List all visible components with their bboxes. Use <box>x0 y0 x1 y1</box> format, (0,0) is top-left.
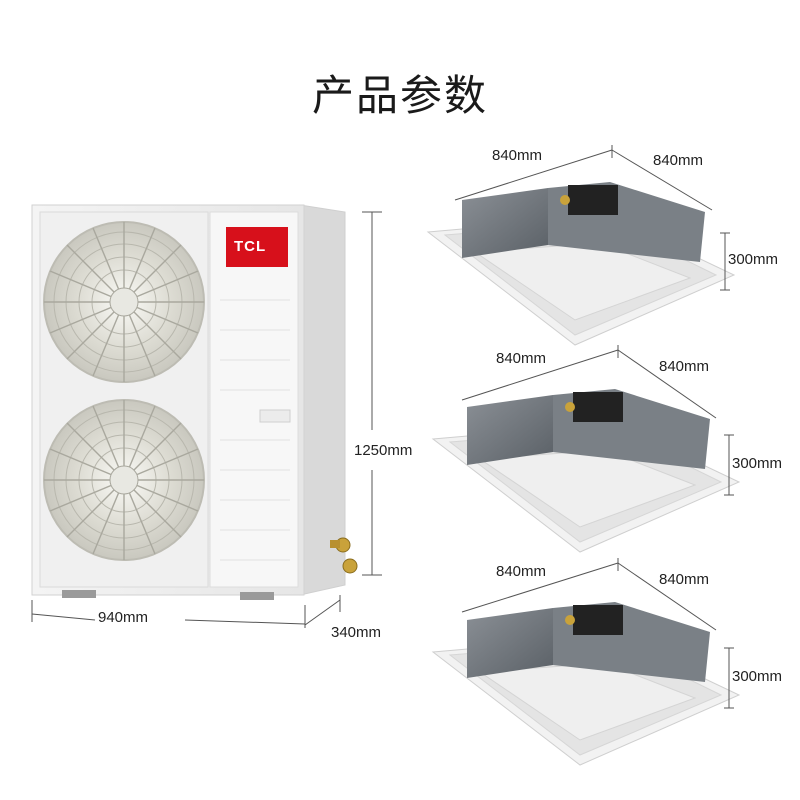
tcl-logo <box>226 227 288 267</box>
indoor-2-width-label: 840mm <box>496 350 547 367</box>
indoor-3-depth-label: 840mm <box>659 571 710 588</box>
indoor-1-depth-label: 840mm <box>653 152 704 169</box>
outdoor-depth-label: 340mm <box>331 624 382 641</box>
indoor-2-height-label: 300mm <box>732 455 783 472</box>
indoor-3-height-label: 300mm <box>732 668 783 685</box>
page-title: 产品参数 <box>311 71 488 120</box>
outdoor-height-label: 1250mm <box>354 442 413 459</box>
fan-upper-icon <box>43 221 205 383</box>
indoor-2-depth-label: 840mm <box>659 358 710 375</box>
fan-lower-icon <box>43 399 205 561</box>
indoor-1-width-label: 840mm <box>492 147 543 164</box>
valve-icon <box>330 537 358 574</box>
tcl-logo-text: TCL <box>234 238 267 255</box>
outdoor-width-label: 940mm <box>98 609 149 626</box>
indoor-1-height-label: 300mm <box>728 251 779 268</box>
indoor-dimension-lines <box>454 145 734 709</box>
outdoor-unit <box>31 204 382 628</box>
indoor-unit-3 <box>431 602 741 766</box>
indoor-3-width-label: 840mm <box>496 563 547 580</box>
indoor-unit-2 <box>431 389 741 553</box>
indoor-unit-1 <box>426 182 736 346</box>
